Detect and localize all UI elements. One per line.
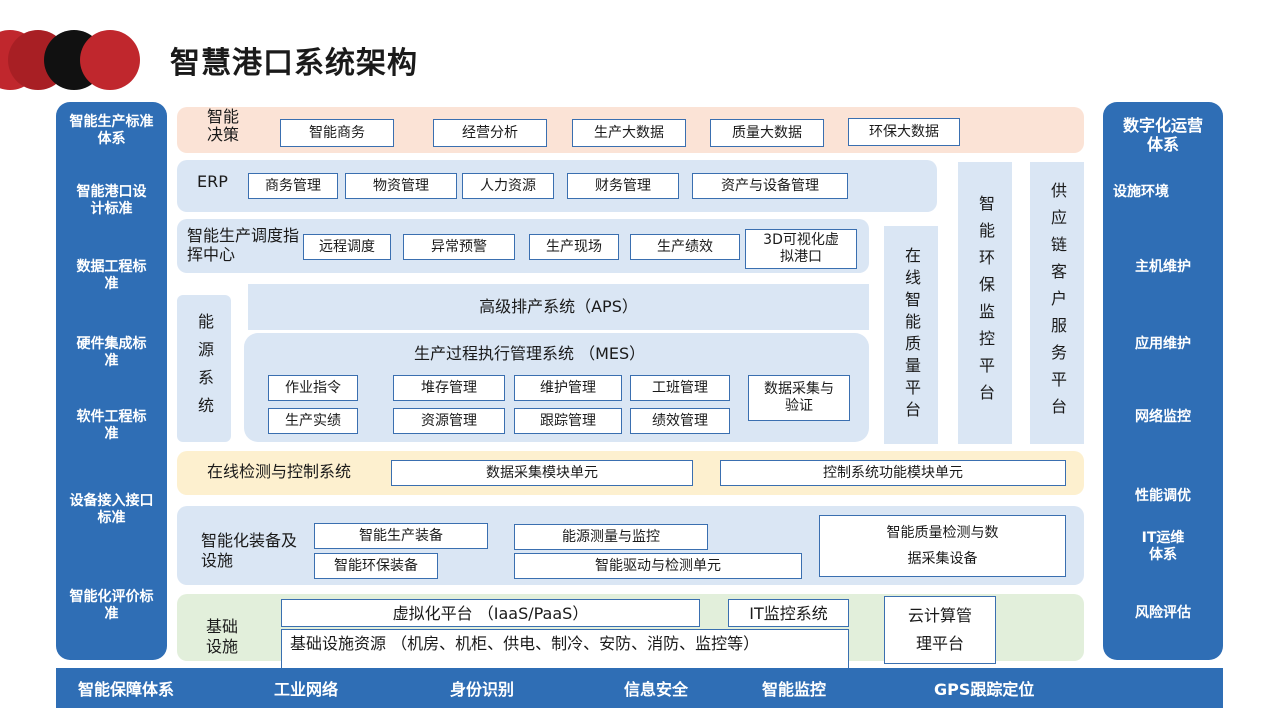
left-item: 设备接入接口标准	[69, 493, 154, 526]
left-item: 数据工程标准	[76, 259, 147, 292]
dispatch-box: 远程调度	[303, 234, 391, 260]
equipment-box: 智能生产装备	[314, 523, 488, 549]
decision-box: 质量大数据	[710, 119, 824, 147]
decision-box: 生产大数据	[572, 119, 686, 147]
mes-box: 堆存管理	[393, 375, 505, 401]
erp-box: 资产与设备管理	[692, 173, 848, 199]
equipment-box: 智能环保装备	[314, 553, 438, 579]
bottom-bar: 智能保障体系 工业网络 身份识别 信息安全 智能监控 GPS跟踪定位	[56, 668, 1223, 708]
mes-box: 数据采集与验证	[748, 375, 850, 421]
online-box: 控制系统功能模块单元	[720, 460, 1066, 486]
energy-system: 能源系统	[177, 295, 231, 442]
erp-box: 财务管理	[567, 173, 679, 199]
dispatch-label: 智能生产调度指挥中心	[187, 226, 300, 264]
right-item: 性能调优	[1135, 488, 1191, 504]
erp-label: ERP	[197, 172, 228, 191]
equipment-box: 能源测量与监控	[514, 524, 708, 550]
decision-box: 经营分析	[433, 119, 547, 147]
bottom-bar-item: GPS跟踪定位	[934, 680, 1035, 699]
left-item: 硬件集成标准	[76, 336, 147, 369]
dispatch-box: 3D可视化虚拟港口	[745, 229, 857, 269]
bottom-bar-item: 工业网络	[274, 680, 339, 699]
left-item: 智能港口设计标准	[76, 184, 147, 217]
infra-resources: 基础设施资源 （机房、机柜、供电、制冷、安防、消防、监控等）	[281, 629, 849, 669]
right-item: 主机维护	[1135, 259, 1191, 275]
decor-circle-4	[80, 30, 140, 90]
equipment-label: 智能化装备及设施	[201, 531, 298, 570]
left-standards-panel: 智能生产标准体系 智能港口设计标准 数据工程标准 硬件集成标准 软件工程标准 设…	[56, 102, 167, 660]
erp-box: 商务管理	[248, 173, 338, 199]
dispatch-box: 生产现场	[529, 234, 619, 260]
right-operations-panel: 数字化运营体系 设施环境 主机维护 应用维护 网络监控 性能调优 IT运维体系 …	[1103, 102, 1223, 660]
decision-box: 环保大数据	[848, 118, 960, 146]
bottom-bar-item: 智能保障体系	[78, 680, 175, 699]
left-item: 智能化评价标准	[69, 589, 154, 622]
right-item: 风险评估	[1135, 605, 1191, 621]
bottom-bar-item: 信息安全	[624, 680, 689, 699]
mes-box: 工班管理	[630, 375, 730, 401]
supply-chain-platform: 供应链客户服务平台	[1030, 162, 1084, 444]
mes-box: 生产实绩	[268, 408, 358, 434]
decision-box: 智能商务	[280, 119, 394, 147]
cloud-platform: 云计算管理平台	[884, 596, 996, 664]
dispatch-box: 生产绩效	[630, 234, 740, 260]
right-item: 设施环境	[1113, 184, 1169, 200]
aps-layer: 高级排产系统（APS）	[248, 284, 869, 330]
mes-box: 作业指令	[268, 375, 358, 401]
decision-label: 智能决策	[207, 107, 240, 144]
online-box: 数据采集模块单元	[391, 460, 693, 486]
right-item: 网络监控	[1135, 409, 1191, 425]
right-item: 应用维护	[1135, 336, 1191, 352]
equipment-box: 智能质量检测与数据采集设备	[819, 515, 1066, 577]
mes-box: 维护管理	[514, 375, 622, 401]
mes-label: 生产过程执行管理系统 （MES）	[414, 344, 646, 363]
erp-box: 物资管理	[345, 173, 457, 199]
infra-label: 基础设施	[206, 617, 239, 656]
equipment-box: 智能驱动与检测单元	[514, 553, 802, 579]
mes-box: 绩效管理	[630, 408, 730, 434]
right-item: IT运维体系	[1141, 530, 1185, 563]
env-platform: 智能环保监控平台	[958, 162, 1012, 444]
online-label: 在线检测与控制系统	[207, 462, 352, 481]
bottom-bar-item: 智能监控	[762, 680, 827, 699]
virtualization-platform: 虚拟化平台 （IaaS/PaaS）	[281, 599, 700, 627]
bottom-bar-item: 身份识别	[450, 680, 515, 699]
mes-box: 跟踪管理	[514, 408, 622, 434]
mes-box: 资源管理	[393, 408, 505, 434]
left-item: 软件工程标准	[76, 409, 147, 442]
left-item: 智能生产标准体系	[69, 114, 154, 147]
dispatch-box: 异常预警	[403, 234, 515, 260]
right-panel-header: 数字化运营体系	[1122, 116, 1203, 154]
page-title: 智慧港口系统架构	[170, 46, 418, 81]
it-monitor-system: IT监控系统	[728, 599, 849, 627]
erp-box: 人力资源	[462, 173, 554, 199]
quality-platform: 在线智能质量平台	[884, 226, 938, 444]
